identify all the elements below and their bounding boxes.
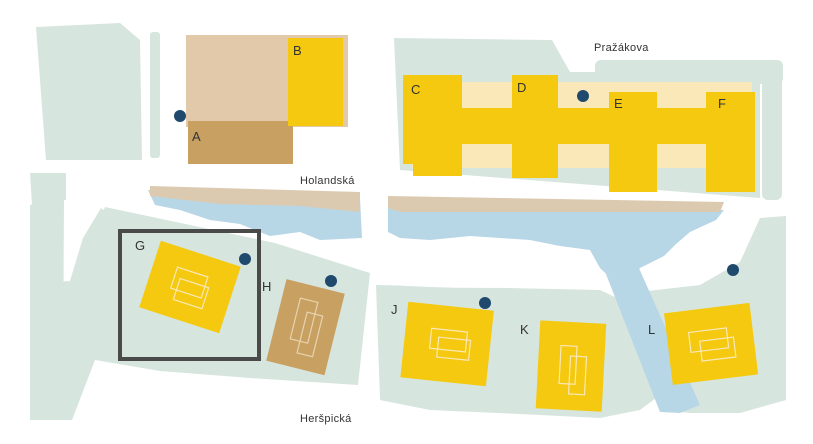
building-label-f: F: [718, 96, 726, 111]
building-label-h: H: [262, 279, 271, 294]
location-marker-j[interactable]: [479, 297, 491, 309]
building-label-k: K: [520, 322, 529, 337]
building-label-g: G: [135, 238, 145, 253]
building-l-roof-outline-2: [699, 336, 737, 362]
building-h-roof-outline-2: [296, 311, 324, 358]
building-label-e: E: [614, 96, 623, 111]
canal-east: [388, 198, 724, 285]
street-label-herspicka: Heršpická: [300, 413, 352, 425]
green-strip-east: [595, 60, 783, 84]
bank-east: [388, 196, 724, 212]
building-k-roof-outline: [558, 344, 578, 385]
green-area-northwest: [36, 23, 142, 160]
building-j-roof-outline-2: [436, 336, 472, 361]
building-b[interactable]: [288, 38, 343, 126]
building-j-roof-outline: [428, 327, 469, 353]
building-g-roof-outline: [169, 266, 209, 299]
building-label-j: J: [391, 302, 398, 317]
green-strip-north: [150, 32, 160, 158]
road-curve-east: [378, 258, 740, 288]
building-k-body: [535, 320, 607, 412]
building-f[interactable]: [706, 92, 755, 192]
green-strip-east-vert: [762, 60, 782, 200]
connector-d-e: [558, 108, 609, 144]
building-d[interactable]: [512, 75, 558, 178]
building-h[interactable]: [266, 279, 345, 376]
connector-e-f: [657, 108, 706, 144]
building-e[interactable]: [609, 92, 657, 192]
building-j-body: [400, 301, 494, 387]
building-c[interactable]: [403, 75, 462, 176]
building-label-c: C: [411, 82, 420, 97]
building-k-roof-outline-2: [567, 355, 588, 396]
building-g-roof-outline-2: [172, 277, 210, 310]
location-markers: [174, 90, 739, 309]
location-marker-d[interactable]: [577, 90, 589, 102]
building-label-d: D: [517, 80, 526, 95]
building-h-body: [266, 279, 345, 376]
street-label-prazakova: Pražákova: [594, 42, 649, 54]
location-marker-l[interactable]: [727, 264, 739, 276]
location-marker-h[interactable]: [325, 275, 337, 287]
highlight-frame-g[interactable]: [118, 229, 261, 361]
building-g[interactable]: [139, 240, 241, 334]
green-area-west: [30, 173, 66, 205]
building-a[interactable]: [188, 121, 293, 164]
building-h-roof-outline: [289, 297, 319, 344]
location-marker-a[interactable]: [174, 110, 186, 122]
building-l[interactable]: [664, 302, 759, 385]
building-j[interactable]: [400, 301, 494, 387]
building-l-body: [664, 302, 759, 385]
street-label-holandska: Holandská: [300, 175, 355, 187]
building-label-b: B: [293, 43, 302, 58]
building-label-a: A: [192, 129, 201, 144]
location-marker-g[interactable]: [239, 253, 251, 265]
building-k[interactable]: [535, 320, 607, 412]
building-g-body: [139, 240, 241, 334]
building-label-l: L: [648, 322, 655, 337]
connector-c-d: [462, 108, 512, 144]
bank-west: [150, 186, 360, 212]
